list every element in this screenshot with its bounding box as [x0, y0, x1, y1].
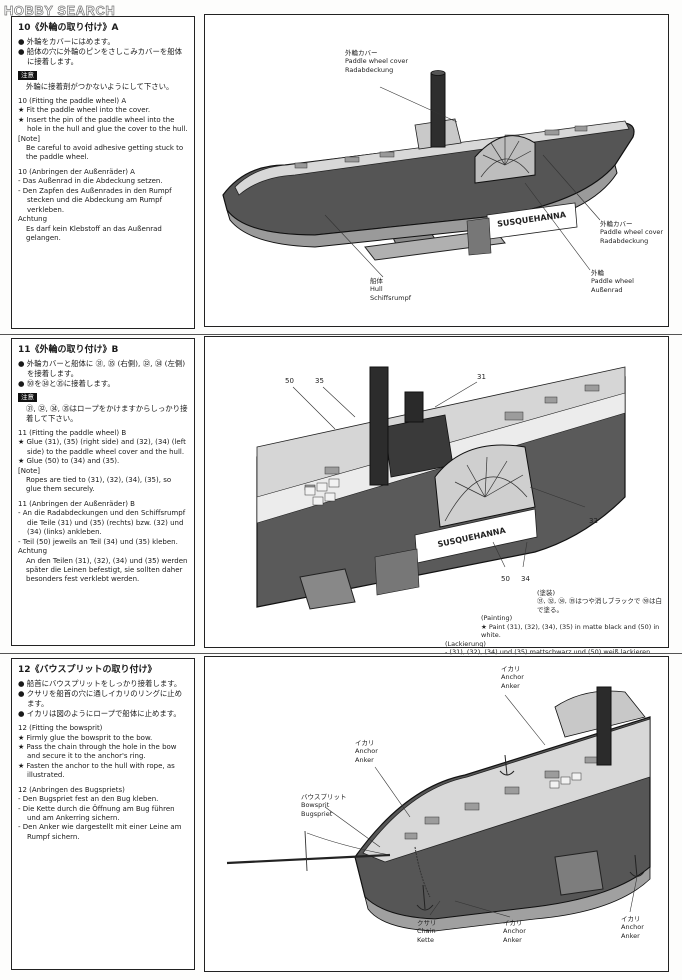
step11-en-note-label: [Note]	[18, 466, 41, 475]
step10-de-note: Es darf kein Klebstoff an das Außenrad g…	[26, 224, 162, 242]
step12-title: 12《バウスプリットの取り付け》	[18, 665, 157, 675]
step12-en-title: 12 (Fitting the bowsprit)	[18, 724, 103, 733]
step11-en-note: Ropes are tied to (31), (32), (34), (35)…	[26, 476, 172, 494]
step12-de-2: - Die Kette durch die Öffnung am Bug füh…	[18, 804, 175, 823]
part-50-top: 50	[285, 377, 294, 385]
step11-title: 11《外輪の取り付け》B	[18, 345, 119, 355]
step11-de-2: - Teil (50) jeweils an Teil (34) und (35…	[18, 537, 178, 546]
step11-jp-2: ● ㊿を㉞と㉟に接着します。	[18, 379, 115, 389]
step12-en-3: ★ Fasten the anchor to the hull with rop…	[18, 761, 175, 780]
step10-note-jp: 外輪に接着剤がつかないようにして下さい。	[26, 81, 174, 91]
step11-de-note: An den Teilen (31), (32), (34) und (35) …	[26, 556, 188, 584]
step10-de-title: 10 (Anbringen der Außenräder) A	[18, 167, 135, 176]
part-50-bottom: 50	[501, 575, 510, 583]
paint-notes: (塗装) ㉛, ㉜, ㉞, ㉟はつや消しブラックで ㊿は白で塗る。 (Paint…	[445, 589, 662, 656]
watermark: HOBBY SEARCH	[4, 3, 116, 19]
step10-en-note-label: [Note]	[18, 134, 41, 143]
step10-en-2: ★ Insert the pin of the paddle wheel int…	[18, 115, 188, 134]
step11-note-label: 注意	[18, 393, 37, 402]
step10-de-1: - Das Außenrad in die Abdeckung setzen.	[18, 177, 163, 186]
step12-en-2: ★ Pass the chain through the hole in the…	[18, 742, 177, 761]
step11-instructions: 11《外輪の取り付け》B ● 外輪カバーと船体に ㉛, ㉟ (右側), ㉜, ㉞…	[11, 338, 195, 646]
step11-de-title: 11 (Anbringen der Außenräder) B	[18, 499, 135, 508]
step10-jp-1: ● 外輪をカバーにはめます。	[18, 37, 115, 47]
step10-de-2: - Den Zapfen des Außenrades in den Rumpf…	[18, 186, 172, 214]
divider-1	[0, 334, 682, 335]
step10-note-label: 注意	[18, 71, 37, 80]
step11-illustration: 50 35 31 32 50 34 SUSQUEHANNA (塗装) ㉛, ㉜,…	[204, 336, 669, 656]
step10-jp-2: ● 船体の穴に外輪のピンをさしこみカバーを船体に接着します。	[18, 47, 183, 67]
step11-en-2: ★ Glue (50) to (34) and (35).	[18, 457, 120, 466]
step11-de-note-label: Achtung	[18, 547, 48, 556]
part-34: 34	[521, 575, 530, 583]
step10-title: 10《外輪の取り付け》A	[18, 23, 119, 33]
step11-de-1: - An die Radabdeckungen und den Schiffsr…	[18, 509, 186, 537]
step12-en-1: ★ Firmly glue the bowsprit to the bow.	[18, 733, 153, 742]
part-35: 35	[315, 377, 324, 385]
step12-jp-1: ● 船首にバウスプリットをしっかり接着します。	[18, 679, 182, 689]
step10-en-title: 10 (Fitting the paddle wheel) A	[18, 96, 127, 105]
divider-2	[0, 653, 682, 654]
step11-en-1: ★ Glue (31), (35) (right side) and (32),…	[18, 438, 186, 456]
step11-ship-drawing	[256, 366, 626, 610]
step10-en-note: Be careful to avoid adhesive getting stu…	[26, 144, 184, 162]
step10-ship-drawing	[222, 70, 635, 278]
step12-de-1: - Den Bugspriet fest an den Bug kleben.	[18, 795, 159, 804]
step12-de-3: - Den Anker wie dargestellt mit einer Le…	[18, 823, 182, 841]
step10-instructions: 10《外輪の取り付け》A ● 外輪をカバーにはめます。 ● 船体の穴に外輪のピン…	[11, 16, 195, 329]
step11-en-title: 11 (Fitting the paddle wheel) B	[18, 428, 127, 437]
step12-jp-3: ● イカリは図のようにロープで船体に止めます。	[18, 709, 181, 719]
step12-jp-2: ● クサリを船首の穴に通しイカリのリングに止めます。	[18, 689, 183, 709]
step12-ship-drawing	[226, 686, 651, 932]
step10-de-note-label: Achtung	[18, 215, 48, 224]
step10-en-1: ★ Fit the paddle wheel into the cover.	[18, 106, 151, 115]
step11-jp-1: ● 外輪カバーと船体に ㉛, ㉟ (右側), ㉜, ㉞ (左側) を接着します。	[18, 359, 186, 379]
step11-note-jp: ㉛, ㉜, ㉞, ㉟はロープをかけますからしっかり接着して下さい。	[26, 403, 188, 423]
part-31: 31	[477, 373, 486, 381]
step12-instructions: 12《バウスプリットの取り付け》 ● 船首にバウスプリットをしっかり接着します。…	[11, 658, 195, 970]
part-32: 32	[589, 517, 598, 525]
step12-de-title: 12 (Anbringen des Bugspriets)	[18, 785, 125, 794]
